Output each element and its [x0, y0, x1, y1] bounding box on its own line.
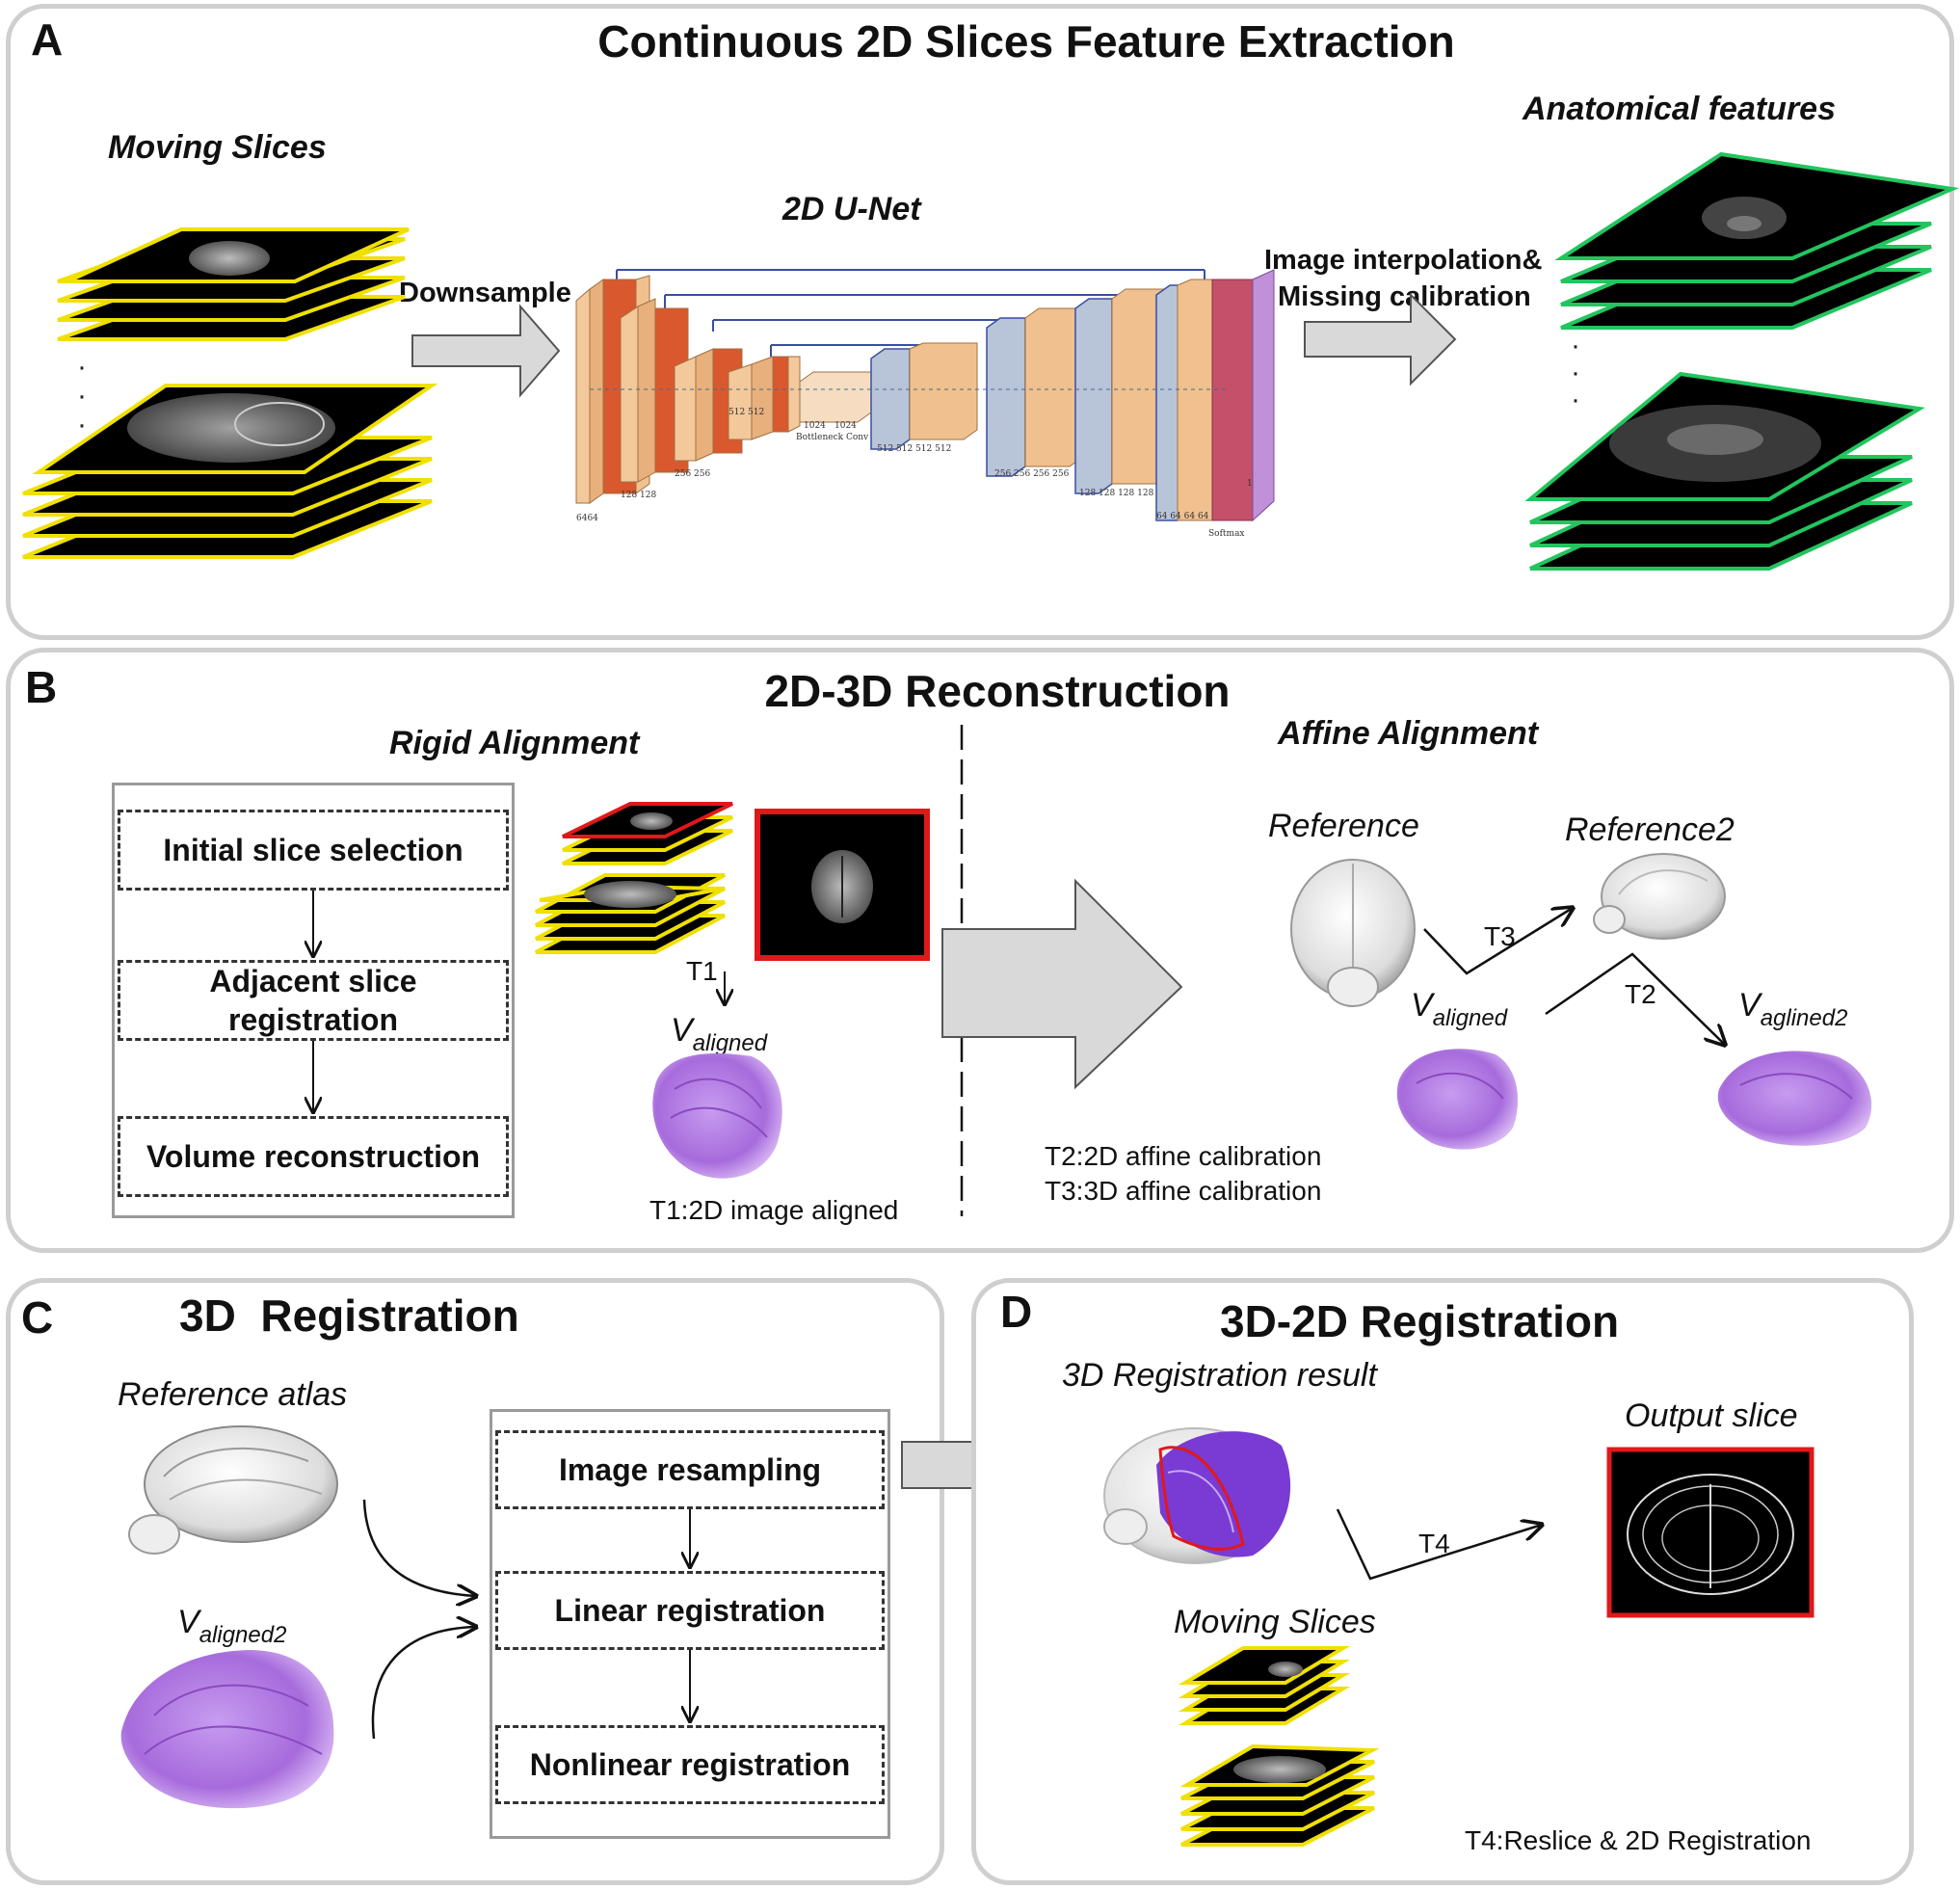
- unet-label-d256: 256 256 256 256: [994, 469, 1070, 479]
- v-aglined2-label: Vaglined2: [1738, 987, 1848, 1031]
- panel-b-big-arrow: [941, 878, 1183, 1090]
- v-aligned-volume-right: [1396, 1049, 1519, 1150]
- v-aglined2-volume: [1717, 1051, 1872, 1146]
- rigid-flow-container: [112, 783, 515, 1218]
- interpolation-arrow: [1304, 292, 1457, 386]
- unet-label-d128: 128 128 128 128: [1079, 489, 1154, 498]
- panel-d-title: 3D-2D Registration: [1220, 1296, 1620, 1346]
- moving-slices-d-label: Moving Slices: [1174, 1604, 1376, 1640]
- svg-text:·: ·: [1571, 357, 1580, 388]
- v-aligned-volume: [652, 1053, 782, 1179]
- output-slice-label: Output slice: [1625, 1397, 1798, 1434]
- svg-text:·: ·: [1571, 330, 1580, 361]
- svg-text:·: ·: [77, 380, 87, 412]
- reference2-brain: [1593, 853, 1726, 940]
- flow-image-resampling: Image resampling: [495, 1430, 885, 1509]
- t2-label: T2: [1625, 979, 1656, 1009]
- panel-c-title: 3D Registration: [179, 1290, 519, 1341]
- t1-description: T1:2D image aligned: [649, 1195, 899, 1225]
- unet-label-1024b: 1024: [834, 421, 857, 431]
- v-aligned-label: Valigned: [671, 1012, 768, 1056]
- reference-label: Reference: [1268, 808, 1419, 844]
- moving-slices-stack-d: [1178, 1646, 1380, 1847]
- flow-linear-registration: Linear registration: [495, 1571, 885, 1650]
- anatomical-stack-bottom: [1524, 371, 1925, 571]
- unet-label-out: 1: [1247, 479, 1253, 489]
- v-aligned2-volume: [120, 1650, 334, 1809]
- affine-alignment-label: Affine Alignment: [1278, 715, 1539, 752]
- unet-label-256: 256 256: [675, 469, 710, 479]
- rigid-alignment-label: Rigid Alignment: [389, 725, 640, 761]
- red-framed-slice: [755, 809, 930, 961]
- interp-label-2: Missing calibration: [1278, 281, 1531, 312]
- anatomical-stack-top: [1554, 151, 1960, 330]
- unet-label-softmax: Softmax: [1208, 529, 1245, 539]
- moving-slices-stack-bottom: [22, 384, 438, 559]
- panel-d-label: D: [1000, 1287, 1033, 1337]
- unet-label-128: 128 128: [621, 491, 656, 500]
- reference-atlas-brain: [128, 1425, 338, 1555]
- output-slice-image: [1606, 1447, 1814, 1618]
- reference-brain: [1290, 859, 1416, 1007]
- moving-slices-label: Moving Slices: [108, 129, 327, 166]
- panel-c-label: C: [21, 1292, 54, 1343]
- panel-b-label: B: [25, 662, 58, 712]
- reference-atlas-label: Reference atlas: [118, 1376, 348, 1413]
- panel-a-title: Continuous 2D Slices Feature Extraction: [597, 16, 1455, 67]
- t4-description: T4:Reslice & 2D Registration: [1465, 1825, 1812, 1855]
- flow-initial-slice-selection: Initial slice selection: [118, 810, 509, 891]
- t2-description: T2:2D affine calibration: [1045, 1141, 1322, 1171]
- v-aligned2-label: Valigned2: [177, 1604, 287, 1648]
- svg-text:·: ·: [77, 351, 87, 383]
- v-aligned-b-right-label: Valigned: [1411, 987, 1508, 1031]
- unet-label-512: 512 512: [728, 408, 764, 417]
- moving-slices-stack-top: [57, 227, 410, 341]
- anatomical-features-label: Anatomical features: [1523, 91, 1836, 127]
- t4-label: T4: [1418, 1529, 1450, 1558]
- unet-label-64: 6464: [576, 514, 598, 523]
- registration-result-brain: [1103, 1427, 1291, 1564]
- reference2-label: Reference2: [1565, 811, 1735, 848]
- registration-flow-container: [490, 1409, 890, 1839]
- registration-result-label: 3D Registration result: [1062, 1357, 1377, 1394]
- svg-text:·: ·: [77, 409, 87, 440]
- unet-label-d64: 64 64 64 64: [1156, 512, 1209, 521]
- downsample-label: Downsample: [399, 278, 571, 308]
- interp-label-1: Image interpolation&: [1264, 245, 1543, 276]
- rigid-slice-stack: [535, 802, 733, 954]
- t1-label: T1: [686, 956, 718, 986]
- svg-text:·: ·: [1571, 384, 1580, 415]
- flow-nonlinear-registration: Nonlinear registration: [495, 1725, 885, 1804]
- unet-label-bottleneck: Bottleneck Conv: [796, 433, 869, 442]
- panel-d: [971, 1278, 1914, 1885]
- downsample-arrow: [411, 304, 561, 398]
- flow-volume-reconstruction: Volume reconstruction: [118, 1116, 509, 1197]
- unet-label-1024a: 1024: [804, 421, 826, 431]
- unet-label-d512: 512 512 512 512: [877, 444, 951, 454]
- panel-b-title: 2D-3D Reconstruction: [764, 666, 1231, 716]
- unet-title: 2D U-Net: [782, 191, 921, 227]
- unet-diagram: [575, 269, 1275, 522]
- flow-adjacent-slice-registration: Adjacent slice registration: [118, 960, 509, 1041]
- panel-a-label: A: [31, 14, 64, 65]
- t3-description: T3:3D affine calibration: [1045, 1176, 1322, 1206]
